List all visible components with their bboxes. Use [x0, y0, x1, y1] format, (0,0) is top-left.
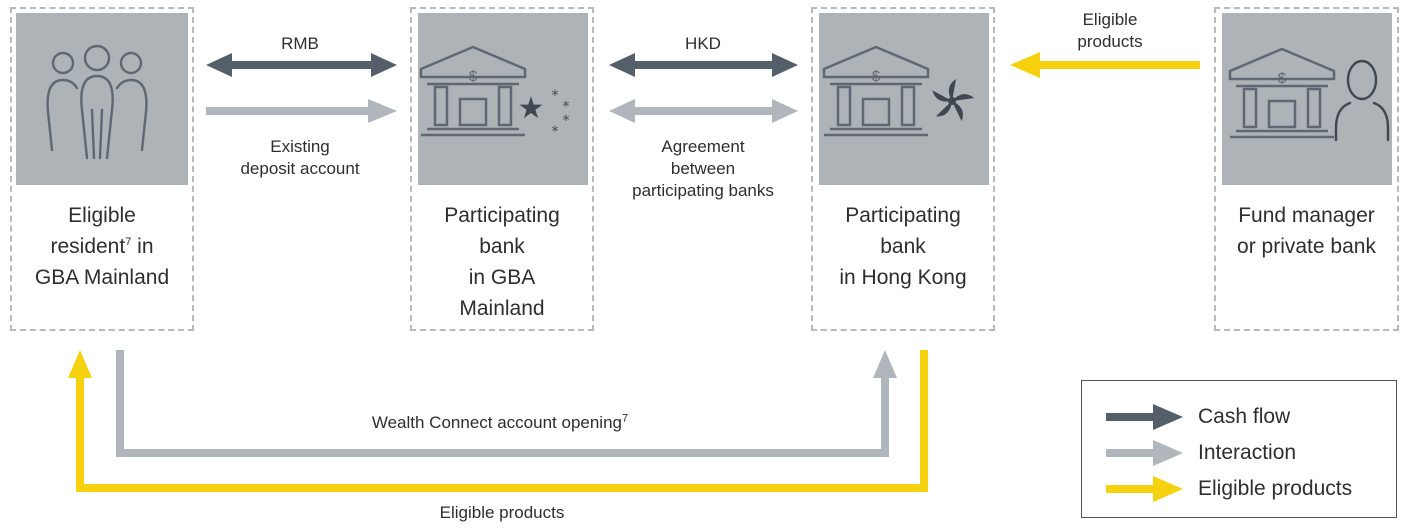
- rmb-arrow: [206, 53, 397, 77]
- account-opening-connector: [116, 350, 889, 457]
- legend: [1081, 380, 1397, 518]
- eligible-products-bottom-connector: [76, 350, 928, 492]
- legend-cash-label: Cash flow: [1198, 405, 1291, 428]
- agreement-arrow: [609, 99, 798, 123]
- resident-label: Eligible resident7 in GBA Mainland: [34, 204, 170, 289]
- existing-deposit-arrow: [206, 99, 397, 123]
- china-small-star: *: [563, 113, 570, 129]
- existing-deposit-label: Existing deposit account: [240, 137, 360, 178]
- legend-interaction-arrow: [1106, 440, 1183, 466]
- person-icon: [1334, 59, 1390, 142]
- china-small-star: *: [552, 124, 559, 140]
- fund-manager-label: Fund manager or private bank: [1237, 204, 1376, 258]
- eligible-products-bottom-label: Eligible products: [439, 503, 565, 522]
- legend-cash-arrow: [1106, 404, 1183, 430]
- legend-products-arrow: [1106, 476, 1183, 502]
- china-small-star: *: [563, 99, 570, 115]
- hk-bank-dollar: -$-: [867, 68, 885, 85]
- fund-manager-bank-icon: [1228, 47, 1336, 139]
- hkd-label: HKD: [685, 34, 721, 53]
- mainland-bank-icon: [419, 45, 527, 137]
- hk-bank-label: Participating bank in Hong Kong: [839, 204, 967, 289]
- eligible-products-top-label: Eligible products: [1077, 10, 1143, 51]
- eligible-products-top-arrow: [1010, 52, 1200, 78]
- legend-interaction-label: Interaction: [1198, 441, 1297, 464]
- fund-manager-dollar: -$-: [1273, 70, 1291, 87]
- china-small-star: *: [552, 88, 559, 104]
- china-big-star: ★: [518, 91, 545, 126]
- people-icon: [46, 44, 148, 160]
- mainland-bank-dollar: -$-: [464, 68, 482, 85]
- account-opening-arrowhead: [873, 350, 897, 378]
- node-resident: [10, 7, 194, 331]
- hkd-arrow: [609, 53, 798, 77]
- legend-products-label: Eligible products: [1198, 477, 1353, 500]
- account-opening-label: Wealth Connect account opening7: [371, 412, 629, 432]
- hk-bank-icon: [822, 45, 930, 137]
- rmb-label: RMB: [281, 34, 319, 53]
- china-stars-icon: ★ * * * *: [518, 88, 570, 140]
- bauhinia-icon: [932, 79, 975, 122]
- eligible-products-bottom-arrowhead: [68, 350, 92, 378]
- agreement-label: Agreement between participating banks: [632, 137, 774, 200]
- mainland-bank-label: Participating bank in GBA Mainland: [444, 204, 560, 320]
- resident-icon-bg: [16, 13, 188, 185]
